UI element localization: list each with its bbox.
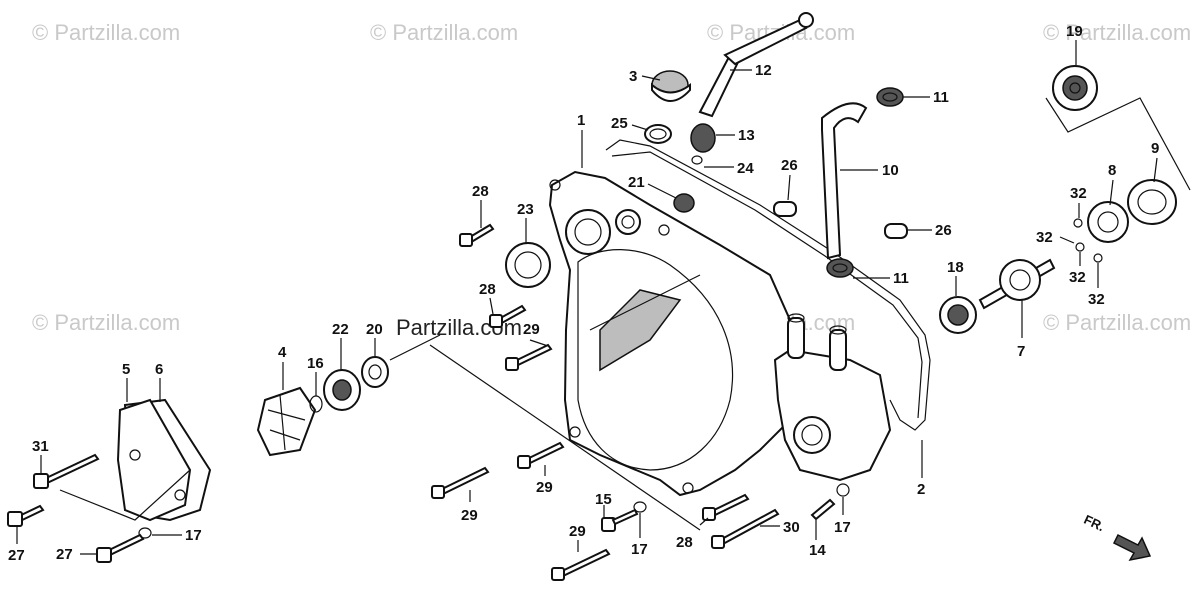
watermark-1: © Partzilla.com [32, 20, 180, 45]
callout-17-center[interactable]: 17 [631, 541, 648, 558]
callout-31[interactable]: 31 [32, 438, 49, 455]
illustration: FR. [7, 12, 1191, 581]
callout-32-top[interactable]: 32 [1070, 185, 1087, 202]
bolts [7, 223, 850, 581]
watermarks: © Partzilla.com © Partzilla.com © Partzi… [32, 20, 1191, 340]
callout-20[interactable]: 20 [366, 321, 383, 338]
crankcase-cover [548, 170, 802, 497]
callout-7[interactable]: 7 [1017, 343, 1025, 360]
callout-12[interactable]: 12 [755, 62, 772, 79]
callout-2[interactable]: 2 [917, 481, 925, 498]
callout-1[interactable]: 1 [577, 112, 585, 129]
callout-23[interactable]: 23 [517, 201, 534, 218]
callout-5[interactable]: 5 [122, 361, 130, 378]
gasket-outline [605, 139, 931, 431]
callout-29-left[interactable]: 29 [461, 507, 478, 524]
front-arrow: FR. [1082, 512, 1152, 562]
callout-21[interactable]: 21 [628, 174, 645, 191]
front-label: FR. [1082, 512, 1107, 534]
callout-28-bottom[interactable]: 28 [676, 534, 693, 551]
callout-9[interactable]: 9 [1151, 140, 1159, 157]
callout-29-mid[interactable]: 29 [536, 479, 553, 496]
watermark-7: © Partzilla.com [1043, 310, 1191, 335]
callout-19[interactable]: 19 [1066, 23, 1083, 40]
callout-25[interactable]: 25 [611, 115, 628, 132]
callout-10[interactable]: 10 [882, 162, 899, 179]
callout-16[interactable]: 16 [307, 355, 324, 372]
callout-17-left[interactable]: 17 [185, 527, 202, 544]
callout-14[interactable]: 14 [809, 542, 826, 559]
callout-6[interactable]: 6 [155, 361, 163, 378]
callout-26-bottom[interactable]: 26 [935, 222, 952, 239]
callout-17-right[interactable]: 17 [834, 519, 851, 536]
callout-28-top[interactable]: 28 [472, 183, 489, 200]
watermark-4: © Partzilla.com [1043, 20, 1191, 45]
callout-29-lower[interactable]: 29 [569, 523, 586, 540]
callout-28-middle[interactable]: 28 [479, 281, 496, 298]
callout-13[interactable]: 13 [738, 127, 755, 144]
callout-32-bottom[interactable]: 32 [1088, 291, 1105, 308]
callout-8[interactable]: 8 [1108, 162, 1116, 179]
callout-24[interactable]: 24 [737, 160, 754, 177]
callout-11-bottom[interactable]: 11 [893, 270, 909, 287]
callout-15[interactable]: 15 [595, 491, 612, 508]
callout-3[interactable]: 3 [629, 68, 637, 85]
callout-27-left[interactable]: 27 [8, 547, 25, 564]
callout-11-top[interactable]: 11 [933, 89, 949, 106]
callout-4[interactable]: 4 [278, 344, 287, 361]
watermark-2: © Partzilla.com [370, 20, 518, 45]
callouts: 1 2 3 4 5 6 7 8 9 10 11 11 12 [8, 23, 1159, 564]
callout-22[interactable]: 22 [332, 321, 349, 338]
callout-30[interactable]: 30 [783, 519, 800, 536]
callout-29-upper[interactable]: 29 [523, 321, 540, 338]
callout-27-right[interactable]: 27 [56, 546, 73, 563]
callout-32-left[interactable]: 32 [1036, 229, 1053, 246]
watermark-5: © Partzilla.com [32, 310, 180, 335]
callout-32-middle[interactable]: 32 [1069, 269, 1086, 286]
callout-26-top[interactable]: 26 [781, 157, 798, 174]
callout-18[interactable]: 18 [947, 259, 964, 276]
